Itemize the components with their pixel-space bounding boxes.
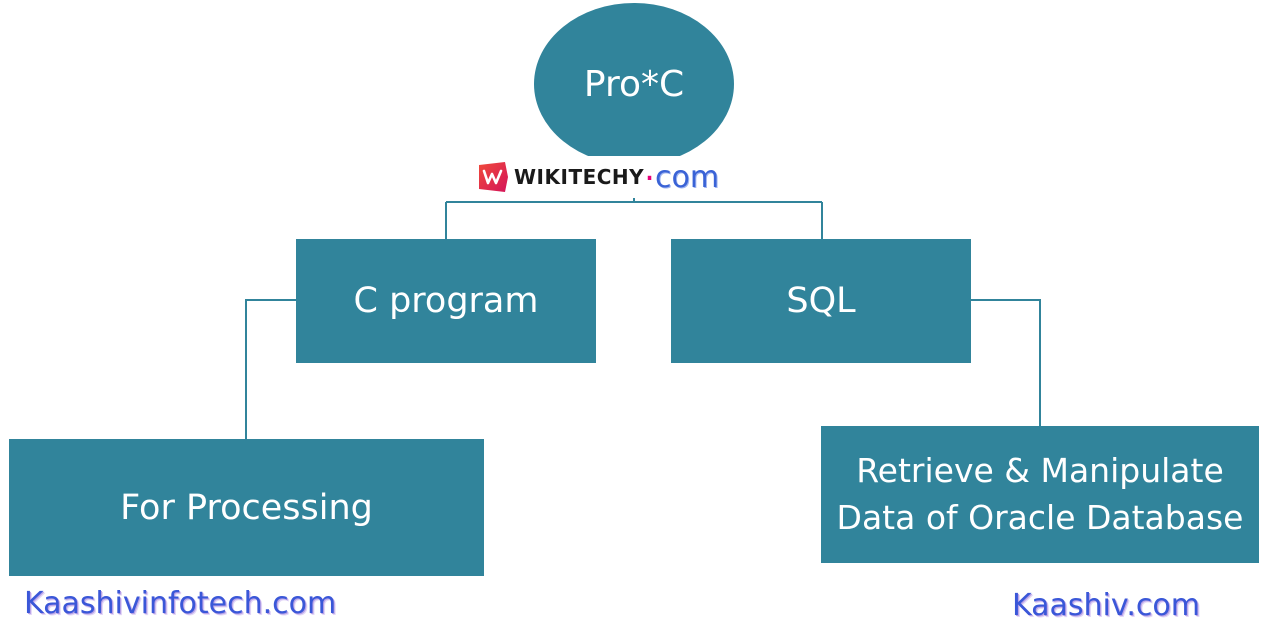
node-oracle-database: Retrieve & Manipulate Data of Oracle Dat… <box>821 426 1259 563</box>
node-sql: SQL <box>671 239 971 363</box>
wikitechy-dot: . <box>644 149 655 189</box>
wikitechy-com-text: com <box>654 159 720 195</box>
node-sql-label: SQL <box>786 281 856 321</box>
connector-sql-to-oracle <box>971 299 1041 426</box>
node-oracle-line-2: Data of Oracle Database <box>836 497 1244 537</box>
wikitechy-logo-icon <box>474 158 512 196</box>
node-for-processing: For Processing <box>9 439 484 576</box>
node-c-program: C program <box>296 239 596 363</box>
node-pro-c-label: Pro*C <box>583 63 685 105</box>
node-for-processing-label: For Processing <box>120 487 373 528</box>
wikitechy-brand-text: WIKITECHY <box>514 165 645 189</box>
footer-kaashiv: Kaashiv.com <box>1012 588 1200 623</box>
wikitechy-watermark: WIKITECHY . com <box>472 149 722 198</box>
node-oracle-line-1: Retrieve & Manipulate <box>856 451 1224 491</box>
connector-c-program-to-processing <box>245 299 296 439</box>
footer-kaashivinfotech: Kaashivinfotech.com <box>24 586 337 621</box>
node-c-program-label: C program <box>353 281 539 321</box>
node-pro-c: Pro*C <box>534 3 734 165</box>
